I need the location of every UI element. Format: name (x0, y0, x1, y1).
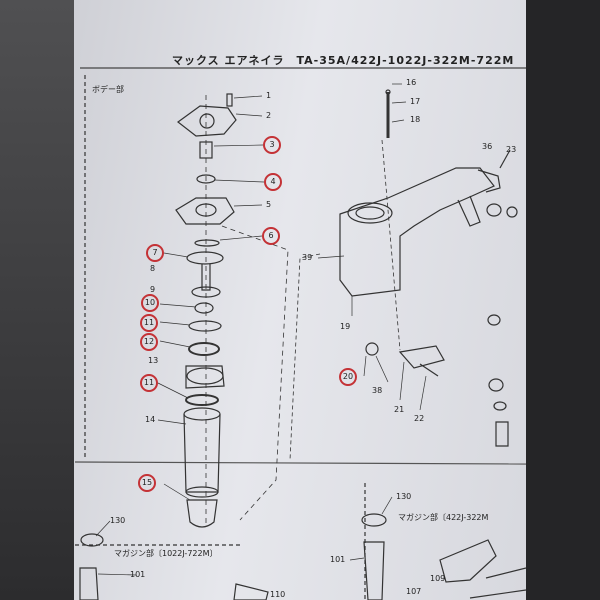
part-o-ring-11 (188, 320, 222, 332)
part-number-1: 1 (266, 91, 272, 100)
body-housing (339, 167, 495, 297)
part-number-109: 109 (430, 574, 446, 583)
part-number-18: 18 (410, 115, 421, 124)
body-fitting (477, 169, 501, 193)
section-divider (74, 461, 527, 465)
circled-part-6: 6 (262, 227, 280, 245)
section-heading-body: ボデー部 (92, 85, 124, 94)
assembly-path (221, 225, 289, 521)
part-number-22: 22 (414, 414, 425, 423)
circled-part-20: 20 (339, 368, 357, 386)
part-13 (185, 365, 225, 389)
part-o-ring-130 (361, 513, 387, 527)
circled-part-3: 3 (263, 136, 281, 154)
circled-part-7: 7 (146, 244, 164, 262)
background-right (520, 0, 600, 600)
part-10 (194, 302, 214, 314)
part-number-101-right: 101 (330, 555, 346, 564)
part-number-9: 9 (150, 285, 156, 294)
part-101-right (363, 541, 385, 600)
part-number-23: 23 (506, 145, 517, 154)
part-101-left (79, 567, 99, 600)
part-o-ring-12 (188, 342, 220, 356)
part-number-21: 21 (394, 405, 405, 414)
part-cylinder-14 (183, 413, 221, 493)
part-bumper-15 (186, 499, 218, 528)
part-pin-22 (419, 363, 439, 377)
left-parts-stack (175, 93, 289, 528)
part-o-ring-130-left (80, 533, 104, 547)
background-left (0, 0, 78, 600)
part-number-110: 110 (270, 590, 286, 599)
magazine-parts (79, 513, 527, 600)
part-number-17: 17 (410, 97, 421, 106)
part-number-19: 19 (340, 322, 351, 331)
part-piston-ring-7 (186, 251, 224, 265)
section-heading-magazine-left: マガジン部〔1022J-722M〕 (114, 549, 218, 558)
circled-part-15: 15 (138, 474, 156, 492)
part-number-8: 8 (150, 264, 156, 273)
part-number-13: 13 (148, 356, 159, 365)
part-number-14: 14 (145, 415, 156, 424)
part-110 (233, 583, 269, 600)
part-o-ring-11b (185, 394, 219, 406)
circled-part-12: 12 (140, 333, 158, 351)
section-heading-magazine-right: マガジン部〔422J-322M (398, 513, 489, 522)
circled-part-10: 10 (141, 294, 159, 312)
part-cap-right (486, 203, 502, 217)
part-number-16: 16 (406, 78, 417, 87)
part-number-36: 36 (482, 142, 493, 151)
part-number-5: 5 (266, 200, 272, 209)
circled-part-11b: 11 (140, 374, 158, 392)
part-cap (177, 105, 237, 137)
part-number-130-left: 130 (110, 516, 126, 525)
body-grip (457, 195, 481, 227)
part-number-39: 39 (302, 253, 313, 262)
part-spring (495, 421, 509, 447)
leader-lines (95, 83, 427, 576)
part-number-38: 38 (372, 386, 383, 395)
part-washer (196, 174, 216, 184)
part-number-107: 107 (406, 587, 422, 596)
part-driver-8 (201, 264, 211, 291)
circled-part-11: 11 (140, 314, 158, 332)
magazine-bracket (439, 539, 497, 583)
part-number-2: 2 (266, 111, 272, 120)
part-screw (226, 93, 233, 107)
document-title: マックス エアネイラ TA-35A/422J-1022J-322M-722M (172, 54, 515, 67)
part-o-ring-6 (194, 239, 220, 247)
part-number-101-left: 101 (130, 570, 146, 579)
part-number-130-right: 130 (396, 492, 412, 501)
part-trigger-21 (398, 345, 445, 369)
circled-part-4: 4 (264, 173, 282, 191)
part-cylinder-cap (175, 197, 235, 225)
part-20 (365, 342, 379, 356)
